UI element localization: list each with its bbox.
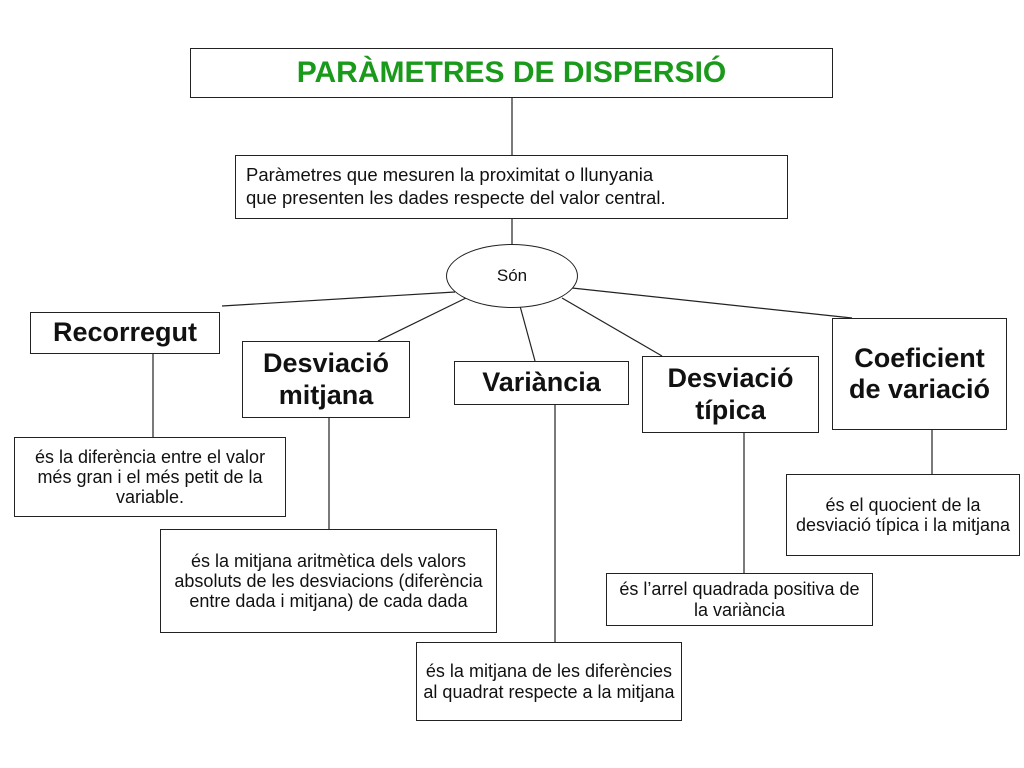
category-label: Recorregut — [52, 317, 198, 348]
intro-line-1: Paràmetres que mesuren la proximitat o l… — [246, 164, 654, 186]
line-oval-to-variancia — [519, 305, 536, 362]
diagram-title-text: PARÀMETRES DE DISPERSIÓ — [296, 55, 727, 89]
definition-text: és la mitjana aritmètica dels valors abs… — [174, 550, 483, 612]
line-oval-to-desviacio-tipica — [561, 297, 663, 357]
line-oval-to-desviacio-mitjana — [377, 296, 469, 342]
definition-text: és la mitjana de les diferències al quad… — [423, 661, 675, 702]
definition-desviacio-mitjana: és la mitjana aritmètica dels valors abs… — [160, 529, 497, 633]
intro-description: Paràmetres que mesuren la proximitat o l… — [235, 155, 788, 219]
line-oval-to-recorregut — [221, 291, 456, 307]
definition-desviacio-tipica: és l’arrel quadrada positiva de la varià… — [606, 573, 873, 626]
line-oval-to-coeficient-variacio — [571, 287, 853, 319]
connector-oval: Són — [446, 244, 578, 308]
definition-coeficient-variacio: és el quocient de la desviació típica i … — [786, 474, 1020, 556]
definition-variancia: és la mitjana de les diferències al quad… — [416, 642, 682, 721]
definition-recorregut: és la diferència entre el valor més gran… — [14, 437, 286, 517]
definition-text: és la diferència entre el valor més gran… — [34, 446, 266, 508]
definition-text: és el quocient de la desviació típica i … — [795, 494, 1011, 535]
category-label: Coeficient de variació — [848, 342, 991, 404]
definition-text: és l’arrel quadrada positiva de la varià… — [619, 579, 860, 620]
diagram-title: PARÀMETRES DE DISPERSIÓ — [190, 48, 833, 98]
category-desviacio-mitjana: Desviació mitjana — [242, 341, 410, 418]
connector-label: Són — [496, 266, 528, 285]
category-recorregut: Recorregut — [30, 312, 220, 354]
category-label: Desviació típica — [667, 363, 794, 425]
intro-text: Paràmetres que mesuren la proximitat o l… — [246, 164, 666, 209]
category-label: Variància — [482, 367, 601, 398]
intro-line-2: que presenten les dades respecte del val… — [246, 187, 666, 208]
category-coeficient-variacio: Coeficient de variació — [832, 318, 1007, 430]
category-desviacio-tipica: Desviació típica — [642, 356, 819, 433]
category-variancia: Variància — [454, 361, 629, 405]
category-label: Desviació mitjana — [262, 348, 390, 410]
